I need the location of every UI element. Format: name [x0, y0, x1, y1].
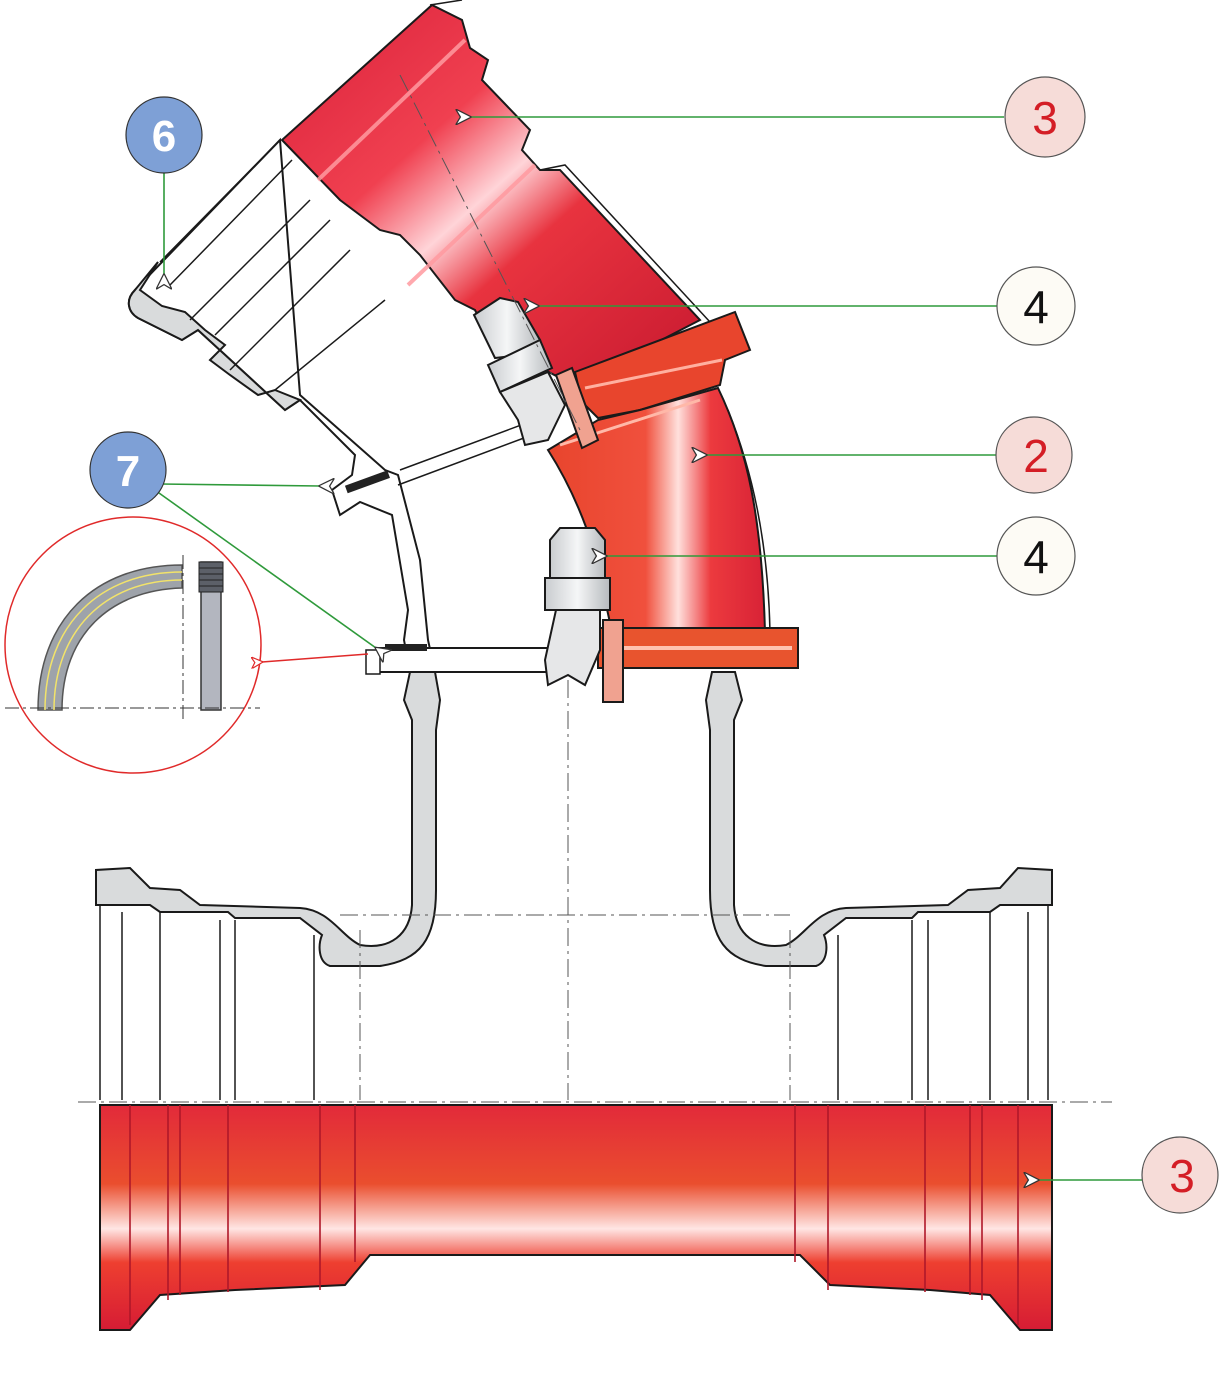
lower-bolt-head — [549, 527, 606, 579]
detail-gasket-stripe-2 — [53, 579, 183, 711]
badge-upper-seal: 6 — [125, 96, 203, 174]
callout-upper-pipe: 3 — [1004, 76, 1086, 158]
upper-bolt-nut — [486, 338, 554, 394]
upper-gasket-strip — [344, 470, 390, 494]
detail-rod-threads — [198, 561, 224, 593]
upper-bolt-shank — [498, 370, 567, 447]
left-socket-wall — [127, 261, 303, 412]
upper-flange-ring — [584, 358, 723, 390]
upper-red-pipe — [280, 0, 752, 420]
upper-pipe-jacket — [429, 0, 711, 323]
upper-pipe-bands — [316, 38, 537, 287]
callout-elbow: 2 — [995, 416, 1073, 494]
bottom-red-pipe — [99, 1104, 1053, 1331]
detail-gasket-stripe-1 — [44, 571, 183, 711]
leader-gasket-7a — [159, 484, 320, 486]
lower-gasket-strip — [385, 644, 427, 651]
bottom-pipe-ribs — [129, 1105, 1019, 1325]
leader-gasket-7b — [151, 487, 376, 648]
tee-body — [95, 671, 1053, 1100]
gasket-socket-nub — [365, 649, 381, 675]
detail-gasket-arc — [37, 564, 183, 711]
elbow-edge — [727, 409, 771, 633]
lower-bolt-nut — [544, 577, 611, 611]
callout-elbow-label: 2 — [1023, 430, 1049, 482]
badge-upper-seal-label: 6 — [152, 112, 176, 161]
callout-upper-pipe-circle — [1004, 76, 1086, 158]
leader-lines — [151, 117, 1142, 1180]
badge-gasket: 7 — [89, 431, 167, 509]
upper-flange — [573, 310, 752, 420]
callout-lower-bolt: 4 — [996, 516, 1076, 596]
detail-circle — [4, 516, 262, 774]
callout-lower-bolt-circle — [996, 516, 1076, 596]
callout-upper-bolt: 4 — [996, 266, 1076, 346]
lower-bolt — [543, 527, 624, 703]
callout-upper-bolt-label: 4 — [1023, 281, 1049, 333]
left-socket-lines — [159, 139, 541, 486]
callout-bottom-pipe: 3 — [1141, 1136, 1219, 1214]
callout-lower-bolt-label: 4 — [1023, 531, 1049, 583]
upper-bolt — [472, 296, 600, 450]
branch-top-plate — [377, 647, 561, 673]
badge-gasket-label: 7 — [116, 447, 140, 496]
callout-bottom-pipe-label: 3 — [1169, 1150, 1195, 1202]
gasket-detail — [4, 516, 369, 774]
centerlines — [78, 74, 1112, 1103]
bottom-red-pipe-body — [99, 1104, 1053, 1331]
branch-left-wall — [95, 671, 442, 967]
callout-bottom-pipe-circle — [1141, 1136, 1219, 1214]
callout-upper-pipe-label: 3 — [1032, 92, 1058, 144]
badge-upper-seal-circle — [125, 96, 203, 174]
branch-right-wall — [704, 671, 1053, 967]
run-section-lines — [99, 905, 1049, 1100]
upper-bolt-clip — [554, 366, 600, 450]
lower-bolt-shank — [543, 609, 601, 687]
detail-pointer — [262, 653, 369, 662]
callout-upper-bolt-circle — [996, 266, 1076, 346]
left-socket — [127, 137, 541, 673]
badge-gasket-circle — [89, 431, 167, 509]
callout-elbow-circle — [995, 416, 1073, 494]
lower-bolt-clip — [602, 619, 624, 703]
